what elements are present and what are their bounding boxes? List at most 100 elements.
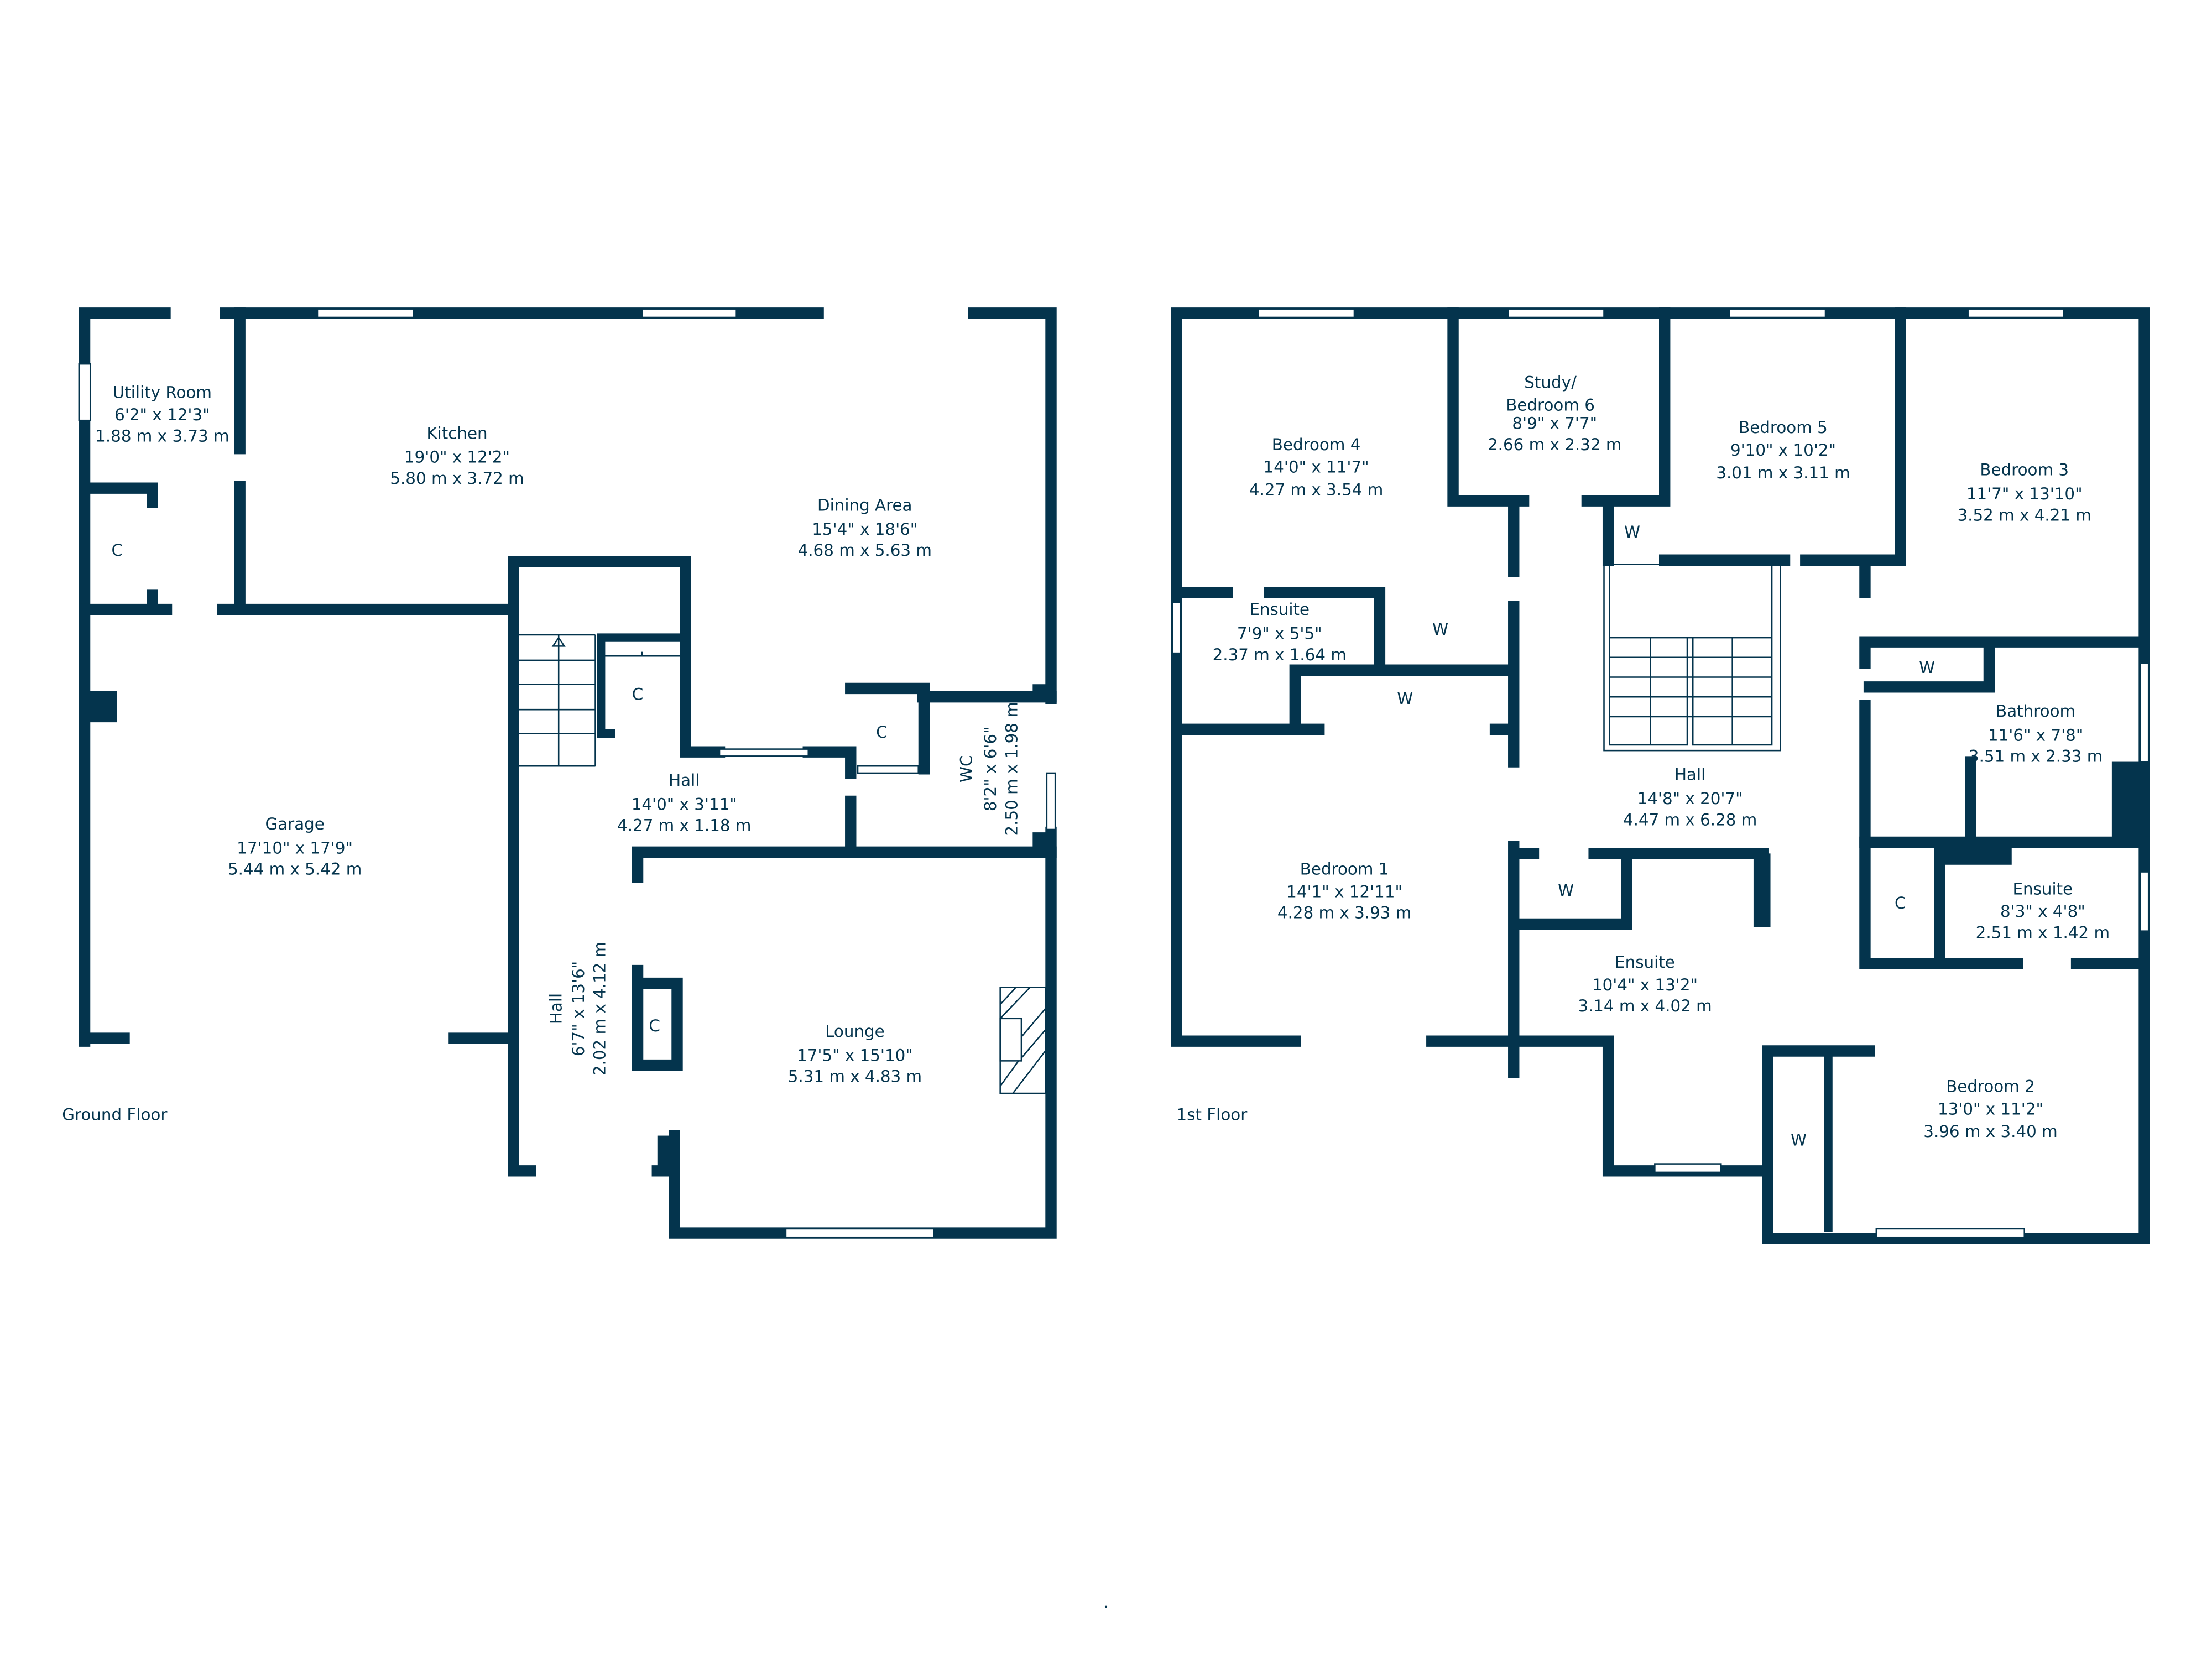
room-dimensions-imperial: 15'4" x 18'6" xyxy=(812,520,917,539)
room-dimensions-imperial: 6'2" x 12'3" xyxy=(114,405,210,424)
room-name: Lounge xyxy=(825,1022,885,1041)
room-dimensions-metric: 5.44 m x 5.42 m xyxy=(228,860,362,879)
first-floor-windows xyxy=(1171,308,2150,1238)
first-floor-walls xyxy=(1171,307,2150,1244)
room-name-line-2: Bedroom 6 xyxy=(1506,395,1595,414)
room-dimensions-metric: 2.02 m x 4.12 m xyxy=(590,942,609,1076)
room-lounge: Lounge 17'5" x 15'10" 5.31 m x 4.83 m xyxy=(788,1022,922,1086)
room-utility-room: Utility Room 6'2" x 12'3" 1.88 m x 3.73 … xyxy=(95,383,229,445)
room-dimensions-imperial: 7'9" x 5'5" xyxy=(1237,624,1322,643)
room-dimensions-imperial: 10'4" x 13'2" xyxy=(1592,975,1698,994)
wardrobe-label: W xyxy=(1919,658,1935,677)
fireplace xyxy=(999,987,1046,1094)
wardrobe-label: W xyxy=(1397,689,1413,708)
ground-floor-windows xyxy=(78,308,1056,1238)
room-dimensions-metric: 2.37 m x 1.64 m xyxy=(1213,645,1347,664)
room-name: WC xyxy=(957,755,976,782)
room-dimensions-imperial: 9'10" x 10'2" xyxy=(1730,441,1836,460)
room-dimensions-imperial: 6'7" x 13'6" xyxy=(569,961,588,1056)
room-dimensions-metric: 4.68 m x 5.63 m xyxy=(798,541,932,560)
room-dimensions-imperial: 14'0" x 3'11" xyxy=(632,795,737,813)
wardrobe-label: W xyxy=(1558,881,1574,900)
room-dimensions-imperial: 19'0" x 12'2" xyxy=(404,448,510,467)
room-dimensions-metric: 5.31 m x 4.83 m xyxy=(788,1067,922,1086)
room-name: Ensuite xyxy=(1249,600,1310,619)
room-dimensions-imperial: 14'0" x 11'7" xyxy=(1264,458,1369,477)
cupboard-label: C xyxy=(876,723,887,742)
room-dimensions-metric: 3.52 m x 4.21 m xyxy=(1958,505,2091,524)
room-name: Bedroom 1 xyxy=(1300,860,1389,879)
ground-floor-plan: Utility Room 6'2" x 12'3" 1.88 m x 3.73 … xyxy=(62,307,1057,1239)
room-name: Kitchen xyxy=(426,424,487,442)
room-dimensions-imperial: 8'9" x 7'7" xyxy=(1512,414,1597,433)
room-name: Bedroom 3 xyxy=(1980,461,2069,479)
room-name: Dining Area xyxy=(817,495,912,514)
room-dimensions-imperial: 8'3" x 4'8" xyxy=(2000,902,2085,921)
room-name: Bedroom 2 xyxy=(1946,1077,2035,1095)
room-bedroom-1: Bedroom 1 14'1" x 12'11" 4.28 m x 3.93 m xyxy=(1277,860,1411,922)
cupboard-label: C xyxy=(632,685,643,703)
room-name: Hall xyxy=(546,993,565,1024)
room-ensuite-bedroom-1: Ensuite 10'4" x 13'2" 3.14 m x 4.02 m xyxy=(1578,953,1712,1015)
room-bedroom-4: Bedroom 4 14'0" x 11'7" 4.27 m x 3.54 m xyxy=(1249,435,1383,499)
room-dimensions-imperial: 8'2" x 6'6" xyxy=(981,726,1000,811)
room-ensuite-bathroom-side: Ensuite 8'3" x 4'8" 2.51 m x 1.42 m xyxy=(1976,879,2110,942)
room-dimensions-metric: 4.27 m x 3.54 m xyxy=(1249,480,1383,499)
floor-label: 1st Floor xyxy=(1177,1105,1248,1124)
wardrobe-label: W xyxy=(1791,1130,1807,1149)
room-name: Ensuite xyxy=(1615,953,1675,972)
room-name: Garage xyxy=(265,815,324,833)
room-dimensions-metric: 2.51 m x 1.42 m xyxy=(1976,923,2110,942)
cupboard-label: C xyxy=(111,541,122,560)
wardrobe-label: W xyxy=(1432,620,1448,639)
room-name: Bathroom xyxy=(1996,702,2075,721)
room-bathroom: Bathroom 11'6" x 7'8" 3.51 m x 2.33 m xyxy=(1969,702,2103,766)
room-dimensions-metric: 4.47 m x 6.28 m xyxy=(1623,810,1757,829)
room-dimensions-imperial: 17'5" x 15'10" xyxy=(797,1046,913,1065)
room-dimensions-imperial: 11'6" x 7'8" xyxy=(1988,726,2083,744)
room-ensuite-bedroom-4: Ensuite 7'9" x 5'5" 2.37 m x 1.64 m xyxy=(1213,600,1347,664)
room-hall-first: Hall 14'8" x 20'7" 4.47 m x 6.28 m xyxy=(1623,765,1757,830)
cupboard-label: C xyxy=(1895,894,1906,912)
room-dining-area: Dining Area 15'4" x 18'6" 4.68 m x 5.63 … xyxy=(798,495,932,560)
room-dimensions-metric: 2.50 m x 1.98 m xyxy=(1002,702,1021,836)
room-bedroom-3: Bedroom 3 11'7" x 13'10" 3.52 m x 4.21 m xyxy=(1958,461,2091,525)
room-name: Study/ xyxy=(1524,373,1577,392)
first-floor-plan: Bedroom 4 14'0" x 11'7" 4.27 m x 3.54 m … xyxy=(1171,307,2150,1244)
room-name: Utility Room xyxy=(113,383,212,401)
room-dimensions-metric: 4.28 m x 3.93 m xyxy=(1277,904,1411,922)
room-dimensions-imperial: 14'1" x 12'11" xyxy=(1286,882,1402,901)
cupboard-label: C xyxy=(649,1016,660,1035)
room-name: Bedroom 5 xyxy=(1739,418,1828,437)
room-dimensions-metric: 3.51 m x 2.33 m xyxy=(1969,747,2103,766)
room-wc: WC 8'2" x 6'6" 2.50 m x 1.98 m xyxy=(957,702,1021,836)
room-dimensions-imperial: 14'8" x 20'7" xyxy=(1637,789,1743,808)
first-floor-stairs xyxy=(1603,564,1781,752)
room-name: Ensuite xyxy=(2013,879,2073,898)
room-dimensions-metric: 1.88 m x 3.73 m xyxy=(95,426,229,445)
room-dimensions-imperial: 11'7" x 13'10" xyxy=(1966,484,2083,503)
room-dimensions-metric: 4.27 m x 1.18 m xyxy=(617,816,751,835)
wardrobe-label: W xyxy=(1624,523,1640,541)
dot-mark xyxy=(1104,1605,1108,1608)
room-hall-lower: Hall 6'7" x 13'6" 2.02 m x 4.12 m xyxy=(546,942,609,1076)
room-study-bedroom-6: Study/ Bedroom 6 8'9" x 7'7" 2.66 m x 2.… xyxy=(1488,373,1621,454)
room-dimensions-imperial: 13'0" x 11'2" xyxy=(1938,1099,2043,1118)
room-bedroom-5: Bedroom 5 9'10" x 10'2" 3.01 m x 3.11 m xyxy=(1716,418,1850,482)
room-kitchen: Kitchen 19'0" x 12'2" 5.80 m x 3.72 m xyxy=(390,424,524,488)
room-dimensions-metric: 3.96 m x 3.40 m xyxy=(1923,1122,2057,1141)
room-dimensions-imperial: 17'10" x 17'9" xyxy=(237,838,353,857)
room-name: Bedroom 4 xyxy=(1272,435,1361,454)
room-name: Hall xyxy=(669,771,700,790)
room-dimensions-metric: 5.80 m x 3.72 m xyxy=(390,469,524,488)
ground-floor-stairs xyxy=(519,634,683,767)
room-garage: Garage 17'10" x 17'9" 5.44 m x 5.42 m xyxy=(228,815,362,879)
floor-label: Ground Floor xyxy=(62,1105,168,1124)
room-dimensions-metric: 3.14 m x 4.02 m xyxy=(1578,997,1712,1015)
room-dimensions-metric: 2.66 m x 2.32 m xyxy=(1488,435,1621,454)
room-bedroom-2: Bedroom 2 13'0" x 11'2" 3.96 m x 3.40 m xyxy=(1923,1077,2057,1141)
room-hall: Hall 14'0" x 3'11" 4.27 m x 1.18 m xyxy=(617,771,751,835)
room-dimensions-metric: 3.01 m x 3.11 m xyxy=(1716,463,1850,482)
room-name: Hall xyxy=(1674,765,1705,784)
